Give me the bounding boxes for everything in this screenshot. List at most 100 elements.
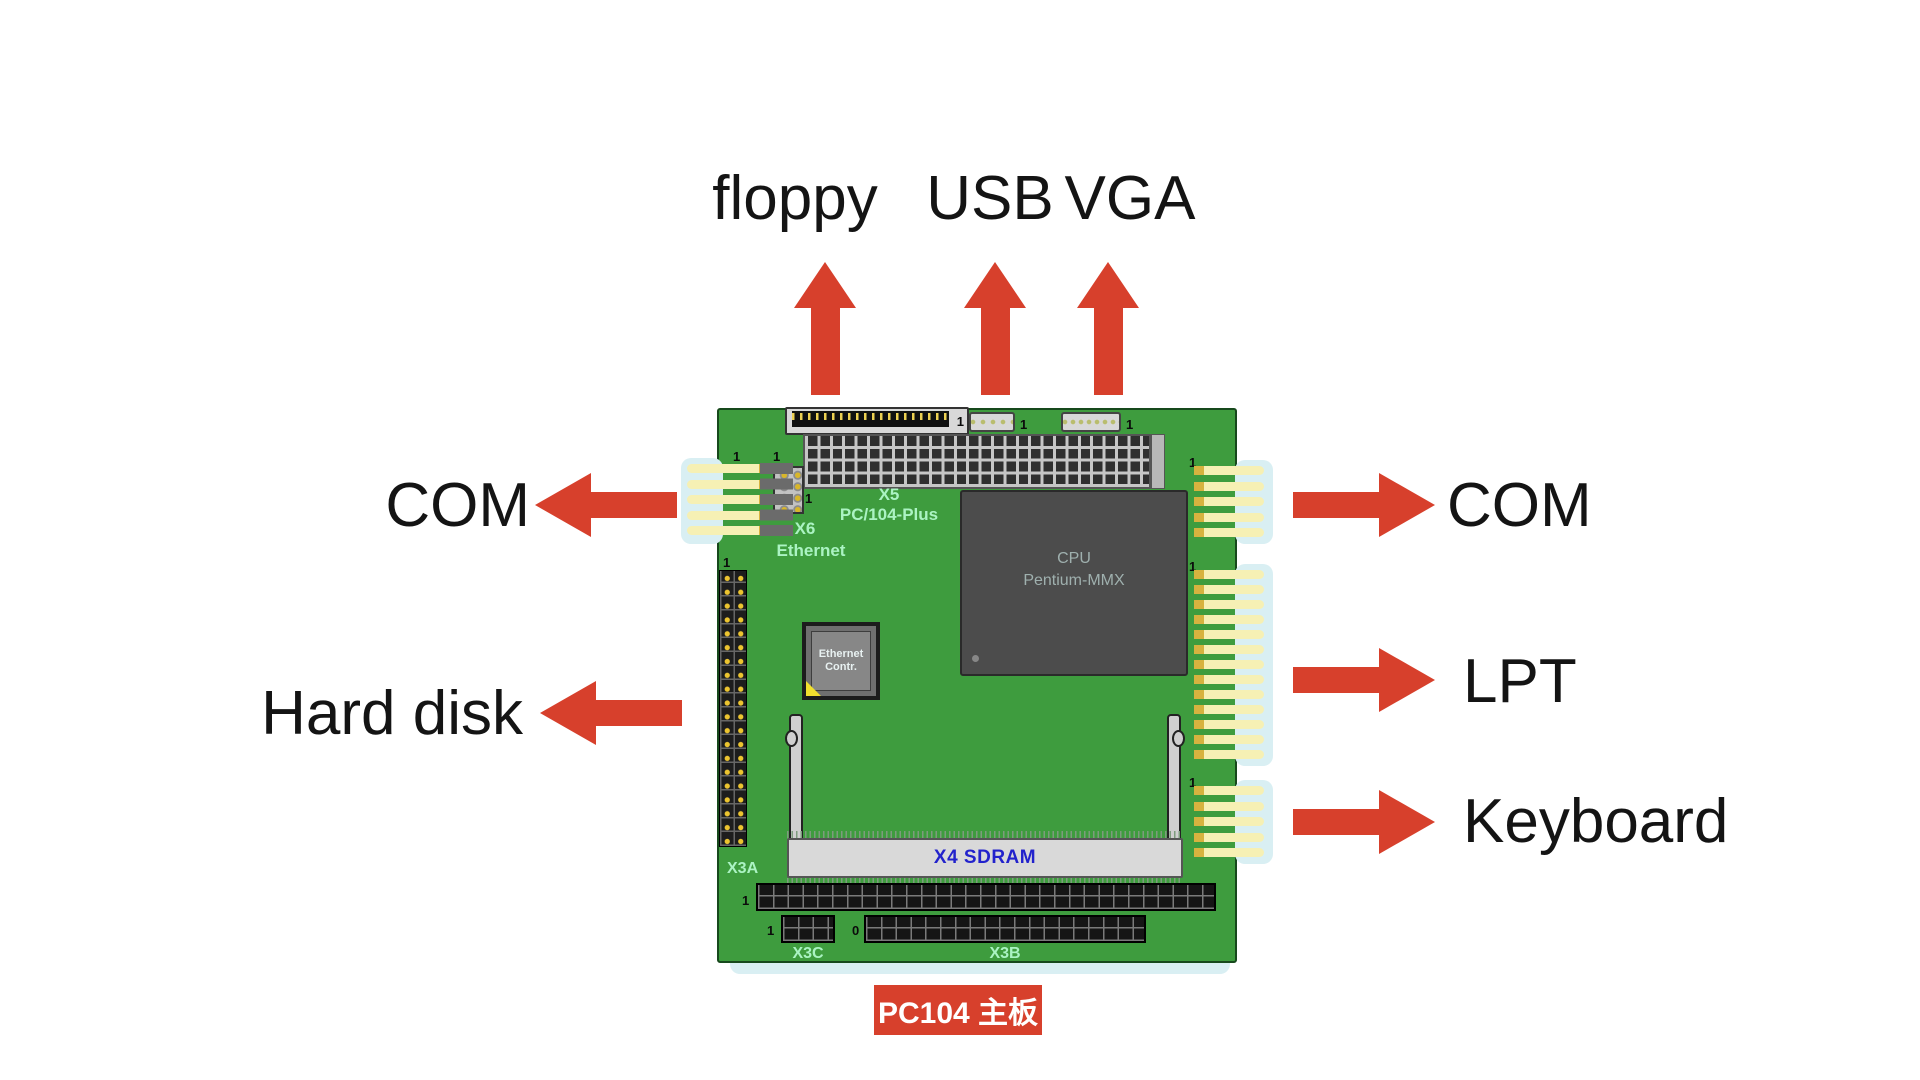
x6-label: X6 — [794, 519, 816, 538]
pin — [1194, 735, 1264, 744]
pin — [1194, 528, 1264, 537]
floppy-connector: 1 — [785, 407, 969, 435]
x6-type-label: Ethernet — [776, 541, 846, 560]
arrow-head — [1379, 473, 1435, 537]
floppy-connector-pins — [792, 411, 949, 427]
pin — [687, 479, 771, 489]
arrow-head — [1379, 648, 1435, 712]
pin — [1194, 786, 1264, 795]
pin — [1194, 848, 1264, 857]
arrow-up-vga — [1077, 262, 1139, 395]
ide-header — [719, 570, 747, 847]
pin1-marker: 1 — [773, 449, 781, 464]
pin-blocks — [760, 463, 793, 537]
arrow-head — [535, 473, 591, 537]
arrow-shaft — [1293, 809, 1379, 835]
pin1-marker: 1 — [1126, 417, 1134, 432]
pcb-board: 1 1 1 1 1 1 X5 PC/104-Plus X6 Ethernet — [681, 407, 1273, 963]
pin — [1194, 466, 1264, 475]
arrow-head — [1077, 262, 1139, 308]
sdram-contacts-bottom — [787, 878, 1183, 886]
cpu-label: CPU — [1057, 550, 1091, 567]
pin — [1194, 801, 1264, 811]
arrow-head — [964, 262, 1026, 308]
arrow-left-hard-disk — [540, 681, 682, 745]
pin — [1194, 690, 1264, 699]
cpu-chip: CPU Pentium-MMX — [960, 490, 1188, 676]
sdram-label: X4 SDRAM — [933, 847, 1037, 868]
arrow-head — [794, 262, 856, 308]
arrow-right-keyboard — [1293, 790, 1435, 854]
arrow-shaft — [1093, 308, 1123, 395]
pin1-marker: 1 — [723, 555, 731, 570]
keyboard-pins — [1194, 786, 1264, 857]
eth-ctrl-label-line1: Ethernet — [818, 648, 864, 660]
pin1-marker: 1 — [1189, 455, 1197, 470]
x5-label: X5 — [878, 485, 900, 504]
sdram-latch-left — [785, 714, 803, 840]
pin1-marker: 1 — [767, 923, 775, 938]
label-com-right: COM — [1447, 471, 1592, 540]
arrow-shaft — [596, 700, 682, 726]
pin1-marker: 1 — [1189, 775, 1197, 790]
pin — [1194, 675, 1264, 684]
label-floppy: floppy — [712, 164, 878, 233]
pin — [1194, 832, 1264, 842]
x3a-header — [756, 883, 1216, 911]
x3b-label: X3B — [989, 945, 1021, 962]
pin — [1194, 481, 1264, 491]
arrow-left-com — [535, 473, 677, 537]
arrow-up-usb — [964, 262, 1026, 395]
usb-connector — [969, 412, 1015, 432]
pin — [1194, 570, 1264, 579]
arrow-shaft — [591, 492, 677, 518]
label-keyboard: Keyboard — [1463, 787, 1729, 856]
x5-type-label: PC/104-Plus — [839, 505, 939, 524]
arrow-head — [1379, 790, 1435, 854]
pin1-marker: 1 — [1020, 417, 1028, 432]
sdram-socket: X4 SDRAM — [787, 838, 1183, 878]
cpu-model-label: Pentium-MMX — [1023, 572, 1125, 589]
x3c-header — [781, 915, 835, 943]
x3b-header — [864, 915, 1146, 943]
arrow-right-lpt — [1293, 648, 1435, 712]
pin1-marker: 1 — [733, 449, 741, 464]
pin — [1194, 705, 1264, 714]
caption: PC104 主板 — [874, 985, 1042, 1035]
label-hard-disk: Hard disk — [261, 679, 523, 748]
x3c-label: X3C — [792, 945, 824, 962]
pin — [1194, 645, 1264, 654]
sdram-latch-right — [1167, 714, 1185, 840]
pin0-marker: 0 — [852, 923, 860, 938]
pin1-marker: 1 — [956, 414, 964, 429]
label-com-left: COM — [385, 471, 530, 540]
arrow-head — [540, 681, 596, 745]
pin — [1194, 660, 1264, 669]
pin — [687, 464, 771, 473]
pin — [1194, 720, 1264, 729]
pin — [687, 510, 771, 520]
pin — [687, 526, 771, 535]
label-lpt: LPT — [1463, 647, 1577, 716]
sdram-contacts-top — [787, 831, 1183, 839]
pc104-plus-connector — [803, 434, 1151, 489]
label-vga: VGA — [1064, 164, 1196, 233]
pin1-marker: 1 — [1189, 559, 1197, 574]
arrow-shaft — [1293, 667, 1379, 693]
lpt-pins — [1194, 570, 1264, 759]
arrow-up-floppy — [794, 262, 856, 395]
pin — [1194, 817, 1264, 826]
pin1-marker: 1 — [805, 491, 813, 506]
arrow-shaft — [980, 308, 1010, 395]
pc104-plus-connector-end — [1151, 434, 1165, 489]
pin — [1194, 615, 1264, 624]
arrow-right-com — [1293, 473, 1435, 537]
pin — [1194, 630, 1264, 639]
label-usb: USB — [926, 164, 1054, 233]
x3a-label: X3A — [727, 860, 759, 877]
pin — [1194, 497, 1264, 506]
arrow-shaft — [810, 308, 840, 395]
pin — [1194, 600, 1264, 609]
eth-ctrl-label-line2: Contr. — [825, 661, 857, 673]
